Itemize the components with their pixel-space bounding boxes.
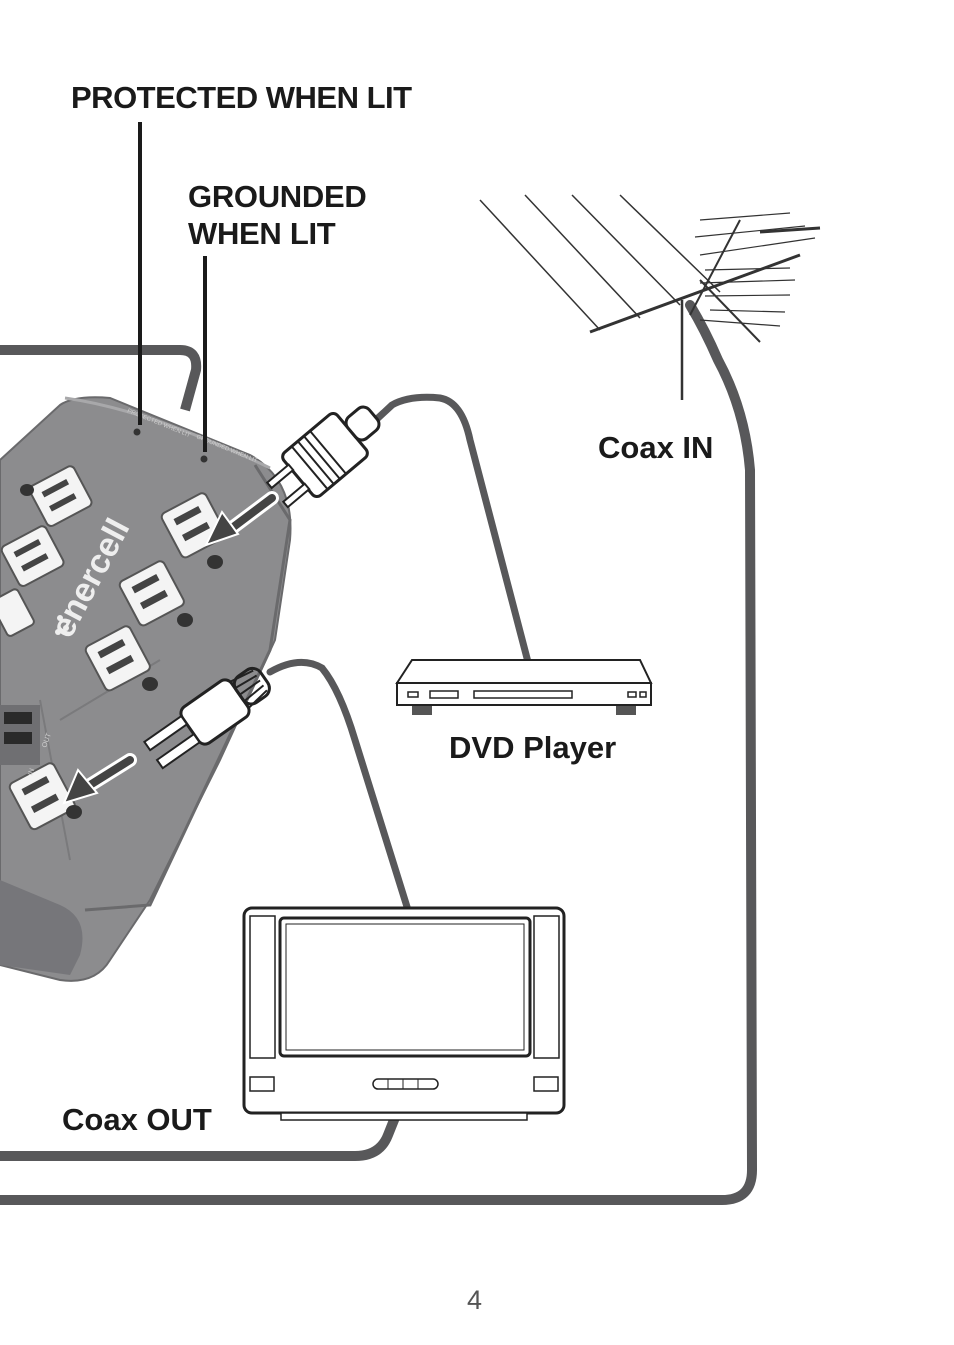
outlet — [28, 465, 93, 527]
outlet — [0, 588, 35, 637]
outlet — [0, 525, 65, 587]
coax-out-label: Coax OUT — [62, 1102, 212, 1137]
coax-in-cable — [0, 300, 758, 1205]
tv-power-plug-icon — [142, 666, 271, 770]
outlet-ground — [207, 555, 223, 569]
coax-out-jack-label: OUT — [41, 732, 53, 749]
coax-in-label: Coax IN — [598, 430, 714, 465]
television-icon — [242, 906, 566, 1121]
outlet-ground — [20, 484, 34, 496]
tv-power-cord — [266, 658, 412, 914]
power-strip: PROTECTED WHEN LIT GROUNDED WHEN LIT — [0, 396, 292, 982]
dvd-player-icon — [395, 659, 653, 715]
coax-loop-cable — [0, 345, 202, 412]
grounded-label-line2: WHEN LIT — [188, 216, 336, 251]
protected-when-lit-label: PROTECTED WHEN LIT — [71, 80, 412, 115]
dvd-power-cord — [374, 393, 532, 666]
grounded-label-line1: GROUNDED — [188, 179, 367, 214]
tv-plug-arrow-icon — [62, 753, 137, 805]
outlet-ground — [66, 805, 82, 819]
dvd-player-label: DVD Player — [449, 730, 617, 765]
grounded-when-lit-label: GROUNDED WHEN LIT — [188, 178, 367, 252]
coax-in-jack-label: IN — [27, 768, 36, 777]
outlet-ground — [142, 677, 158, 691]
outlet — [8, 762, 76, 831]
outlet — [118, 560, 185, 627]
protected-indicator-light — [133, 428, 141, 436]
page-number: 4 — [467, 1285, 483, 1315]
antenna-icon — [479, 194, 821, 400]
outlet — [84, 625, 151, 692]
dvd-power-plug-icon — [265, 405, 381, 509]
grounded-indicator-light — [200, 455, 208, 463]
outlet-ground — [177, 613, 193, 627]
coax-out-cable — [0, 1110, 401, 1161]
dvd-plug-arrow-icon — [204, 491, 279, 547]
brand-mark-icon — [55, 615, 69, 635]
